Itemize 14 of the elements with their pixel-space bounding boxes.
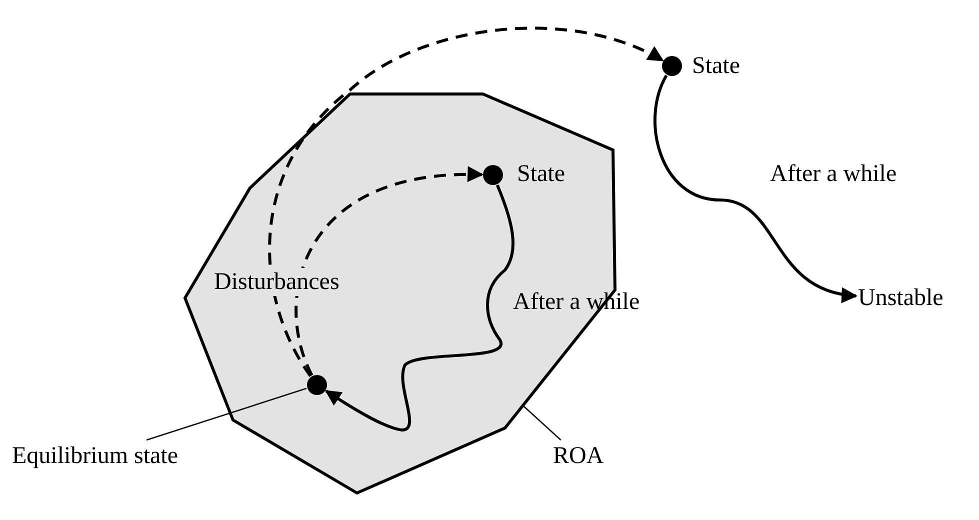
state-label: State: [692, 52, 740, 80]
dashed-arrow: [294, 166, 484, 376]
leader-line: [146, 388, 307, 441]
text-label: Unstable: [858, 284, 944, 312]
curved-arrow: [324, 184, 514, 432]
dashed-arrow: [268, 26, 664, 377]
leader-line: [522, 405, 562, 440]
text-label: Equilibrium state: [12, 442, 182, 470]
edge-label: After a while: [770, 160, 897, 188]
text-label: ROA: [553, 442, 604, 470]
state-dot: [662, 56, 682, 76]
state-label: State: [517, 160, 565, 188]
curved-arrow: [654, 74, 858, 302]
text-label: Disturbances: [212, 268, 342, 296]
